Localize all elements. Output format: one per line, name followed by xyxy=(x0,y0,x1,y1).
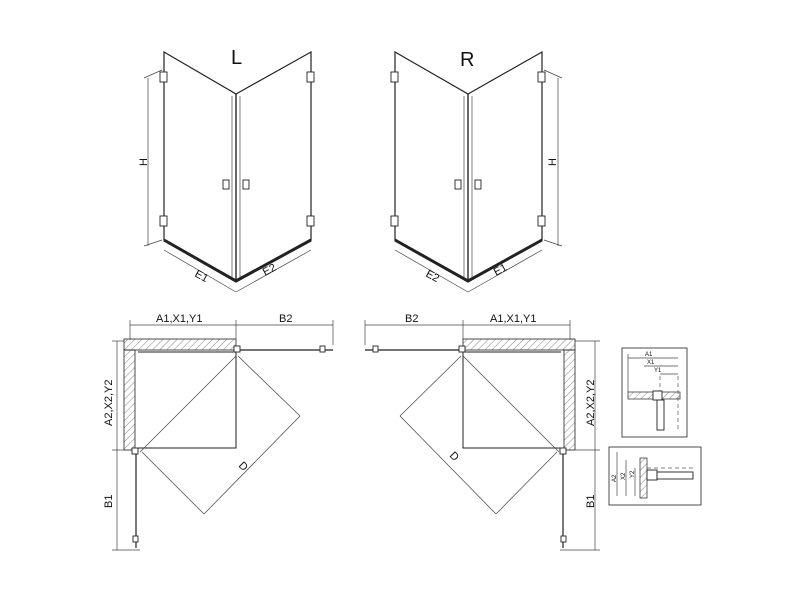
hinge-top-left xyxy=(159,71,168,83)
base-profile xyxy=(163,238,312,283)
b2-label-right: B2 xyxy=(405,313,418,325)
hinge-top-right xyxy=(306,71,315,83)
detail-bottom: A2 X2 Y2 xyxy=(608,446,702,506)
knob-b1-left xyxy=(132,535,139,543)
iso-view-left: L H E1 E2 xyxy=(138,47,315,293)
hinge-bottom-left xyxy=(159,215,168,227)
hinge-b2-left xyxy=(233,345,241,353)
view-label-left: L xyxy=(231,47,242,69)
door-knob-left-r xyxy=(454,179,462,190)
hinge-bottom-left-r xyxy=(390,215,399,227)
wall-top xyxy=(123,338,237,351)
e2-label-left: E2 xyxy=(261,262,279,279)
diagonal-label-right: D xyxy=(447,450,461,464)
diagonal-dimension-line xyxy=(203,415,301,515)
knob-b2-right xyxy=(372,345,379,353)
diagonal-dimension-line-r xyxy=(399,415,497,515)
b2-label-left: B2 xyxy=(279,313,292,325)
a1-label-right: A1,X1,Y1 xyxy=(490,313,536,325)
height-label-left: H xyxy=(138,158,150,166)
detail-bottom-glass xyxy=(656,471,694,480)
hinge-top-left-r xyxy=(390,71,399,83)
iso-view-right: R H E2 E1 xyxy=(390,49,563,293)
plan-view-left: A1,X1,Y1 B2 A2,X2,Y2 B1 D xyxy=(103,313,334,551)
door-knob-right-r xyxy=(474,179,482,190)
detail-top: A1 X1 Y1 xyxy=(621,347,688,438)
hinge-bottom-right-r xyxy=(537,215,546,227)
base-profile-r xyxy=(394,238,543,283)
hinge-b1-left xyxy=(131,447,139,455)
height-label-right: H xyxy=(547,158,559,166)
hinge-top-right-r xyxy=(537,71,546,83)
diagonal-label-left: D xyxy=(236,460,250,474)
detail-x2-label: X2 xyxy=(621,472,627,480)
e1-label-right: E1 xyxy=(492,262,510,279)
e2-dimension-line-r xyxy=(394,249,469,293)
e1-dimension-line xyxy=(163,249,237,293)
knob-b2-left xyxy=(319,345,326,353)
detail-bottom-frame xyxy=(608,446,702,506)
detail-y2-label: Y2 xyxy=(630,470,636,478)
hinge-b2-right xyxy=(458,345,466,353)
a2-label-right: A2,X2,Y2 xyxy=(585,380,597,426)
b1-label-right: B1 xyxy=(585,495,597,508)
wall-right-r xyxy=(563,349,576,451)
e1-label-left: E1 xyxy=(193,268,211,285)
detail-top-glass xyxy=(656,399,665,431)
knob-b1-right xyxy=(560,535,567,543)
door-knob-left xyxy=(222,179,230,190)
hinge-b1-right xyxy=(559,447,567,455)
e2-label-right: E2 xyxy=(424,268,442,285)
plan-view-right: B2 A1,X1,Y1 A2,X2,Y2 B1 D xyxy=(364,313,600,551)
detail-a2-label: A2 xyxy=(612,474,618,482)
b1-label-left: B1 xyxy=(103,495,115,508)
detail-top-hinge xyxy=(652,390,663,401)
a1-label-left: A1,X1,Y1 xyxy=(156,313,202,325)
e2-dimension-line xyxy=(235,249,312,293)
view-label-right: R xyxy=(460,49,474,71)
detail-a1-label: A1 xyxy=(645,352,653,358)
detail-top-frame xyxy=(621,347,688,438)
e1-dimension-line-r xyxy=(467,249,543,293)
a2-label-left: A2,X2,Y2 xyxy=(103,380,115,426)
detail-y1-label: Y1 xyxy=(654,368,662,374)
hinge-bottom-right xyxy=(306,215,315,227)
detail-bottom-wall xyxy=(639,457,648,499)
door-knob-right xyxy=(242,179,250,190)
wall-left xyxy=(123,349,136,451)
detail-x1-label: X1 xyxy=(647,360,655,366)
wall-top-r xyxy=(462,338,576,351)
detail-bottom-hinge xyxy=(646,469,658,481)
